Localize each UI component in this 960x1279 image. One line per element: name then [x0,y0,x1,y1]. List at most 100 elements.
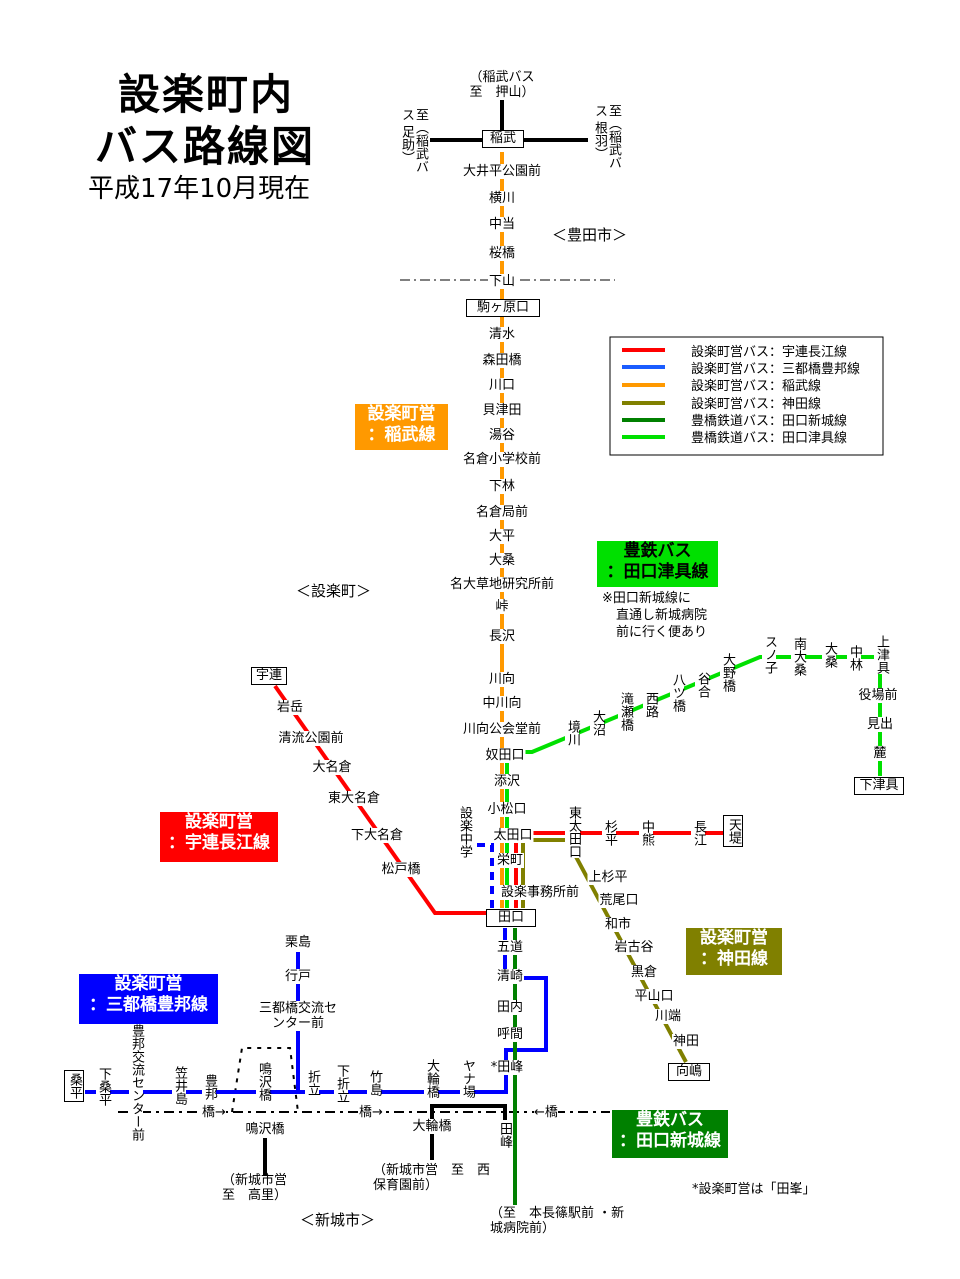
stop: 長沢 [487,629,517,644]
stop: *田峰 [489,1060,525,1075]
stop: 中川向 [481,696,523,711]
stop: 東大名倉 [326,791,382,806]
stop-shimotsugu: 下津具 [854,777,904,795]
stop: 森田橋 [481,353,523,368]
stop: 名倉局前 [474,505,530,520]
stop-mukaijima: 向嶋 [668,1063,710,1081]
stop: 見出 [865,717,895,732]
stop: 平山口 [633,989,675,1004]
stop: 設楽中学 [457,806,472,858]
bridge-marker: 橋→ [359,1105,383,1120]
map-title-1: 設楽町内 [118,70,295,119]
legend: 設楽町営バス：宇連長江線 設楽町営バス：三都橋豊邦線 設楽町営バス：稲武線 設楽… [691,344,860,447]
legend-item-tsugu: 豊橋鉄道バス：田口津具線 [691,431,848,447]
stop: 滝瀬橋 [618,692,633,731]
santo-line-dashed [470,843,494,908]
stop: 大輪橋 [411,1119,453,1134]
stop: 岩岳 [275,700,305,715]
tsugu-note: ※田口新城線に直通し新城病院前に行く便あり [602,591,708,640]
stop: 和市 [603,917,633,932]
stop: 豊邦交流センター前 [129,1024,144,1141]
stop: 東太田口 [565,806,581,858]
stop: 奴田口 [484,748,526,763]
stop: 太田口 [492,828,534,843]
stop-tentsutsumi: 天堤 [723,815,743,847]
route-label-inabu: 設楽町営：稲武線 [355,404,448,450]
stop: 下大名倉 [349,828,405,843]
region-shitara: ＜設楽町＞ [296,582,372,600]
shinshiro-line-destination-note: （至 本長篠駅前 ・新城病院前） [490,1206,625,1236]
stop: 清流公園前 [277,731,345,746]
city-boundary-loop [231,1047,299,1113]
stop: 上杉平 [587,870,629,885]
stop: 桜橋 [487,246,517,261]
stop: 名倉小学校前 [461,452,543,467]
route-label-santo: 設楽町営：三都橋豊邦線 [79,974,218,1024]
stop: 境川 [565,720,580,746]
stop: 役場前 [857,688,899,703]
stop: 南大桑 [791,637,806,676]
stop: 清崎 [495,969,525,984]
stop: 八ツ橋 [670,673,685,712]
stop: 峠 [494,599,510,614]
stop: 田峰 [497,1122,512,1148]
stop: 名大草地研究所前 [448,577,556,592]
stop: 上津具 [874,635,889,674]
legend-item-ure: 設楽町営バス：宇連長江線 [691,345,848,360]
stop: 松戸橋 [380,862,422,877]
legend-item-inabu: 設楽町営バス：稲武線 [691,379,822,395]
stop-ure: 宇連 [251,667,287,685]
bridge-marker: 橋→ [202,1105,226,1120]
region-toyota: ＜豊田市＞ [552,226,628,244]
stop: 大桑 [822,642,837,668]
stop: 笠井島 [172,1066,187,1105]
stop: 川端 [653,1009,683,1024]
stop: 川口 [487,378,517,393]
inabu-bus-east-note: 至（稲武バス 根羽） [588,104,621,174]
stop: 川向 [487,672,517,687]
stop-kuwahira: 桑平 [64,1070,84,1102]
stop: 谷合 [695,672,710,698]
bridge-marker: ←橋 [534,1105,558,1120]
tamine-note: *設楽町営は「田峯」 [692,1182,816,1197]
stop: 清水 [487,327,517,342]
stop: 栄町 [495,853,525,868]
stop-komagahara: 駒ヶ原口 [466,299,540,317]
region-shinshiro: ＜新城市＞ [300,1211,376,1229]
stop: 五道 [495,940,525,955]
route-label-shinshiro: 豊鉄バス：田口新城線 [612,1110,728,1158]
stop: 下山 [487,274,517,289]
stop: 呼間 [495,1027,525,1042]
stop: 大桑 [487,553,517,568]
route-label-tsugu: 豊鉄バス：田口津具線 [597,541,718,587]
stop: 杉平 [602,820,617,846]
stop: ヤナ場 [460,1059,475,1098]
stop: 大井平公園前 [461,164,543,179]
stop: 下折立 [334,1064,349,1103]
shinshiro-city-bus-nishi-note: （新城市営 至 西保育園前） [373,1163,491,1193]
stop: 神田 [671,1034,701,1049]
stop-inabu: 稲武 [482,130,524,148]
stop: 田内 [495,1000,525,1015]
stop: 三都橋交流センター前 [256,1001,340,1031]
inabu-bus-north-note: （稲武バス 至 押山） [469,70,548,100]
stop: 小松口 [486,802,528,817]
stop: 栗島 [283,935,313,950]
stop: 中林 [847,645,862,671]
stop: 鳴沢橋 [256,1062,271,1101]
legend-item-shinshiro: 豊橋鉄道バス：田口新城線 [691,413,848,429]
stop: 大沼 [590,710,605,736]
legend-box [609,336,884,456]
stop: スノ子 [762,635,777,674]
stop: 設楽事務所前 [499,885,581,900]
legend-item-kanda: 設楽町営バス：神田線 [691,396,822,412]
stop: 下林 [487,479,517,494]
stop: 西路 [643,692,658,718]
stop: 大名倉 [311,760,353,775]
stop: 長江 [691,820,706,846]
stop: 折立 [305,1070,320,1096]
stop: 大輪橋 [424,1059,439,1098]
stop: 岩古谷 [613,940,655,955]
map-date: 平成17年10月現在 [88,174,311,204]
